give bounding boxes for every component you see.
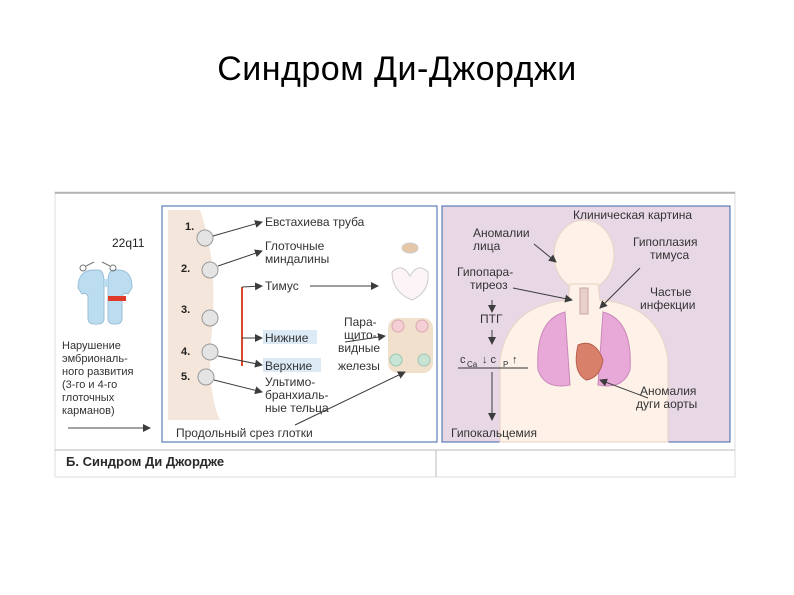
pharynx-panel: 1. 2. 3. 4. 5. Евстахиева труба Глоточны… xyxy=(161,205,438,443)
structure-labels: Евстахиева труба Глоточные миндалины Тим… xyxy=(265,215,365,293)
svg-text:инфекции: инфекции xyxy=(640,298,695,312)
svg-text:Частые: Частые xyxy=(650,285,692,299)
pharyngeal-pouches xyxy=(196,229,219,386)
svg-text:эмбриональ-: эмбриональ- xyxy=(62,353,128,365)
left-caption: Нарушение эмбриональ- ного развития (3-г… xyxy=(62,340,133,417)
svg-text:железы: железы xyxy=(338,359,380,373)
svg-text:лица: лица xyxy=(473,239,501,253)
svg-text:↑: ↑ xyxy=(512,354,518,366)
svg-text:Глоточные: Глоточные xyxy=(265,239,325,253)
chromosome-panel: 22q11 Нарушение эмбриональ- ного развити… xyxy=(62,236,151,432)
svg-text:4.: 4. xyxy=(181,346,190,358)
svg-text:c: c xyxy=(460,354,466,366)
svg-text:бранхиаль-: бранхиаль- xyxy=(265,388,328,402)
gene-locus: 22q11 xyxy=(112,236,145,250)
parathyroid-label: Пара- щито- видные железы xyxy=(338,315,380,373)
svg-text:Ультимо-: Ультимо- xyxy=(265,375,315,389)
parathyroid-icons xyxy=(388,318,433,373)
svg-text:Аномалия: Аномалия xyxy=(640,384,696,398)
svg-text:5.: 5. xyxy=(181,371,190,383)
clinical-labels: Клиническая картина Аномалии лица Гипопа… xyxy=(451,208,697,440)
pouch-numbers: 1. 2. 3. 4. 5. xyxy=(181,221,194,383)
bottom-label: Продольный срез глотки xyxy=(176,426,313,440)
svg-text:(3-го и 4-го: (3-го и 4-го xyxy=(62,379,117,391)
svg-text:Ca: Ca xyxy=(467,360,478,369)
svg-text:Гипопара-: Гипопара- xyxy=(457,265,513,279)
slide-title: Синдром Ди-Джорджи xyxy=(217,50,577,88)
trachea-icon xyxy=(579,287,589,315)
svg-text:Гипокальцемия: Гипокальцемия xyxy=(451,426,537,440)
electrolyte-formula: c Ca ↓ c P ↑ xyxy=(458,354,528,369)
svg-text:2.: 2. xyxy=(181,263,190,275)
svg-text:тиреоз: тиреоз xyxy=(470,278,508,292)
svg-text:Пара-: Пара- xyxy=(344,315,377,329)
upper-parathyroid: Верхние xyxy=(265,359,313,373)
svg-text:ного развития: ного развития xyxy=(62,366,133,378)
svg-text:↓ c: ↓ c xyxy=(482,354,497,366)
svg-text:миндалины: миндалины xyxy=(265,252,329,266)
svg-text:дуги аорты: дуги аорты xyxy=(636,397,697,411)
svg-text:видные: видные xyxy=(338,341,380,355)
thymus-icon xyxy=(391,242,429,301)
svg-text:глоточных: глоточных xyxy=(62,392,115,404)
heart-icon xyxy=(575,342,604,381)
svg-text:Евстахиева труба: Евстахиева труба xyxy=(265,215,365,229)
svg-text:тимуса: тимуса xyxy=(650,248,689,262)
svg-text:Тимус: Тимус xyxy=(265,279,299,293)
bottom-arrow xyxy=(294,371,406,426)
svg-text:Клиническая картина: Клиническая картина xyxy=(573,208,692,222)
svg-text:P: P xyxy=(503,360,508,369)
svg-text:3.: 3. xyxy=(181,304,190,316)
svg-text:карманов): карманов) xyxy=(62,405,115,417)
figure-caption: Б. Синдром Ди Джордже xyxy=(66,454,224,469)
svg-text:Аномалии: Аномалии xyxy=(473,226,530,240)
svg-text:Гипоплазия: Гипоплазия xyxy=(633,235,697,249)
svg-text:ПТГ: ПТГ xyxy=(480,312,503,326)
deletion-band xyxy=(108,296,126,301)
ultimobranchial-label: Ультимо- бранхиаль- ные тельца xyxy=(265,375,329,415)
clinical-panel: Клиническая картина Аномалии лица Гипопа… xyxy=(441,205,731,443)
svg-text:щито-: щито- xyxy=(344,328,377,342)
svg-text:ные тельца: ные тельца xyxy=(265,401,329,415)
lower-parathyroid: Нижние xyxy=(265,331,309,345)
chromosome-icon xyxy=(77,261,133,325)
svg-text:1.: 1. xyxy=(185,221,194,233)
svg-text:Нарушение: Нарушение xyxy=(62,340,121,352)
